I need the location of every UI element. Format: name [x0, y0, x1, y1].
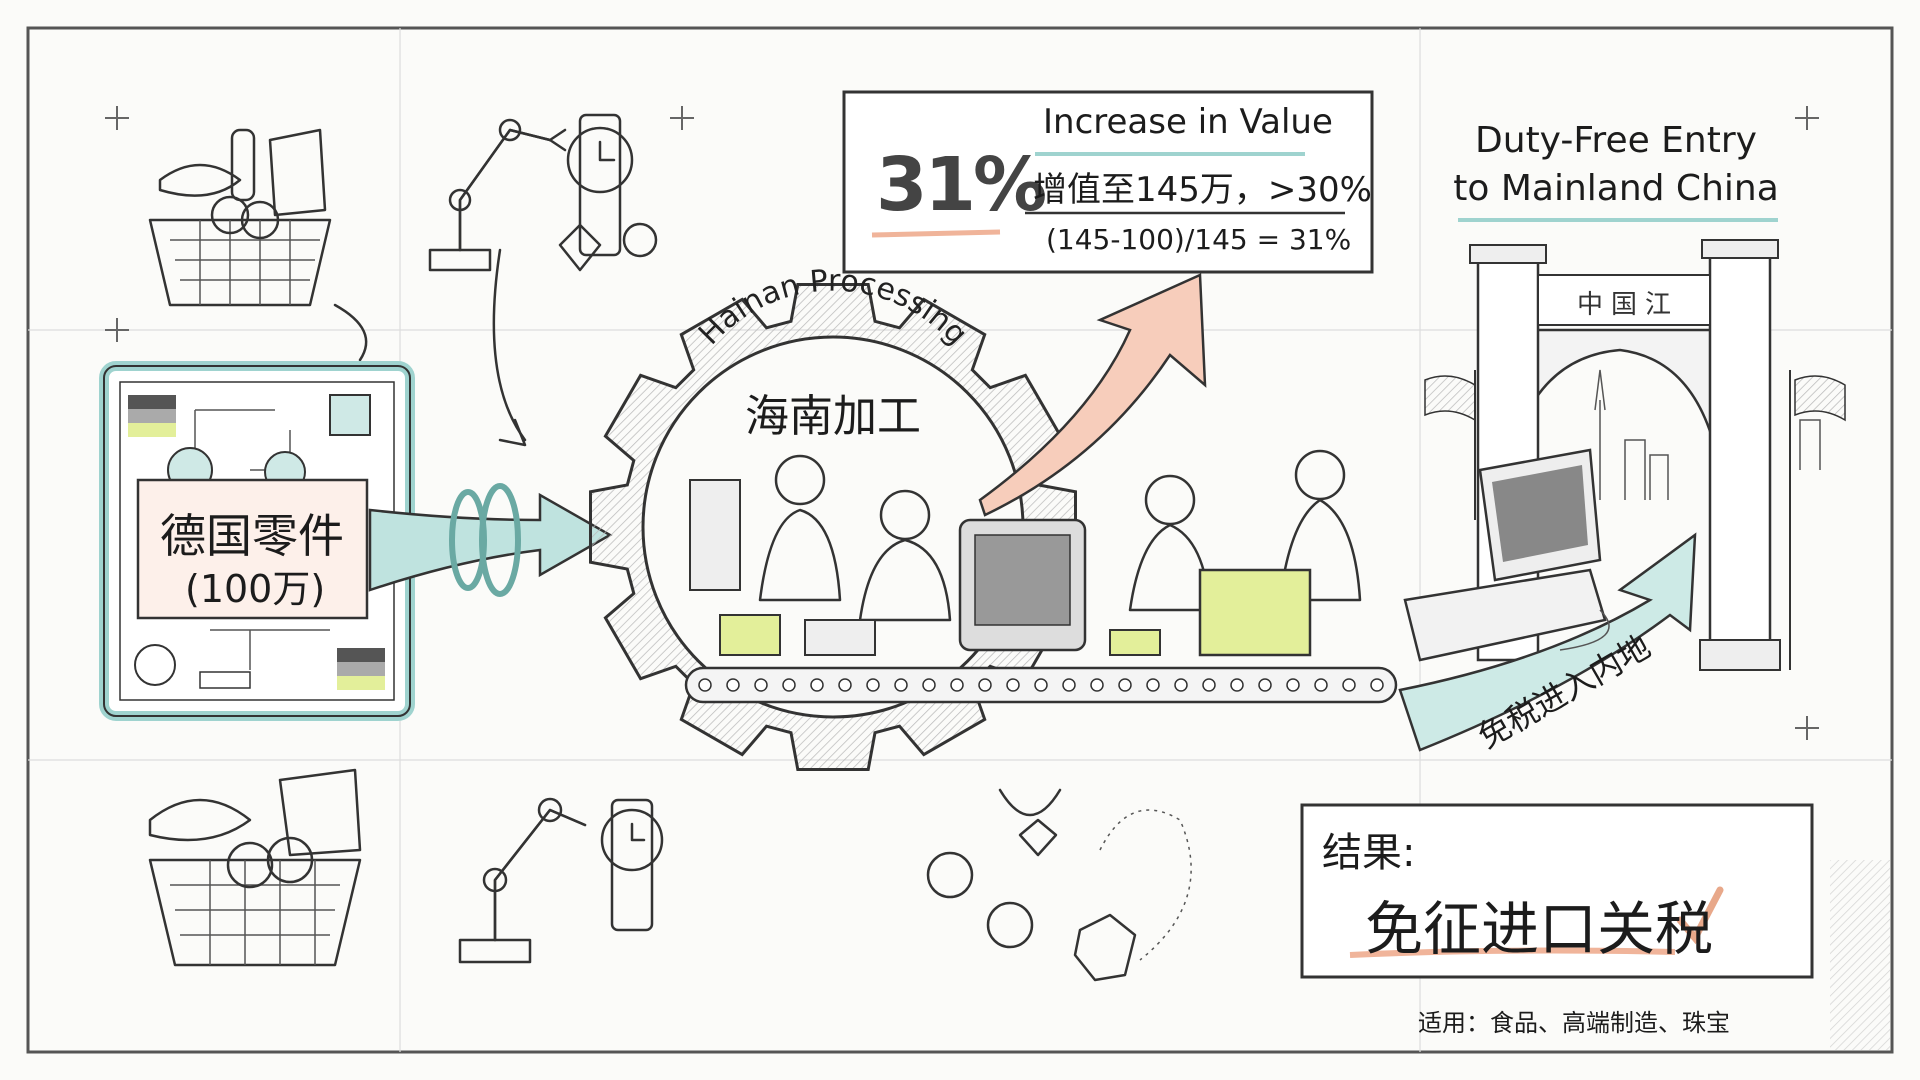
roller: [1202, 678, 1216, 692]
ultrasound-device-icon: [1403, 448, 1610, 662]
roller: [950, 678, 964, 692]
flag-icon: [1794, 375, 1846, 422]
source-title: 德国零件: [160, 509, 344, 563]
flag-icon: [1424, 375, 1476, 422]
entry-title-1: Duty-Free Entry: [1475, 120, 1757, 161]
gear-icon: [134, 644, 176, 686]
roller: [1090, 678, 1104, 692]
roller: [754, 678, 768, 692]
germany-flag-icon: [128, 395, 176, 437]
roller: [1174, 678, 1188, 692]
worker-icon: [1278, 449, 1362, 602]
roller: [810, 678, 824, 692]
device-box-icon: [1198, 568, 1312, 657]
roller: [1062, 678, 1076, 692]
worker-icon: [1128, 474, 1212, 612]
value-formula: (145-100)/145 = 31%: [1046, 223, 1352, 256]
roller: [838, 678, 852, 692]
worker-icon: [858, 489, 952, 622]
roller: [726, 678, 740, 692]
curved-arrow-icon: [492, 248, 527, 442]
big-percent: 31%: [876, 142, 1047, 228]
result-label: 结果:: [1322, 830, 1416, 876]
robot-arm-icon: [428, 118, 567, 272]
roller: [1230, 678, 1244, 692]
roller: [1342, 678, 1356, 692]
chip-icon: [329, 394, 371, 436]
applies-text: 适用：食品、高端制造、珠宝: [1418, 1009, 1730, 1037]
gate-sign: 中国江: [1577, 290, 1680, 320]
jewelry-icon: [558, 222, 1192, 982]
value-box: [842, 90, 1374, 274]
result-value: 免征进口关税: [1365, 895, 1714, 963]
robot-arm-icon: [458, 797, 587, 964]
roller: [1118, 678, 1132, 692]
roller: [1034, 678, 1048, 692]
microscope-icon: [689, 479, 741, 591]
roller: [1258, 678, 1272, 692]
growth-arrow: [978, 273, 1207, 517]
roller: [1006, 678, 1020, 692]
value-line: 增值至145万，>30%: [1033, 170, 1372, 210]
entry-title-2: to Mainland China: [1453, 168, 1779, 209]
roller: [922, 678, 936, 692]
food-basket-icon: [148, 768, 362, 967]
assembly-line: [684, 449, 1398, 704]
roller: [866, 678, 880, 692]
german-parts-panel: [99, 361, 415, 721]
roller: [978, 678, 992, 692]
entry-arrow: [1398, 532, 1697, 752]
watch-icon: [566, 113, 664, 932]
roller: [1314, 678, 1328, 692]
curved-arrow-icon: [333, 303, 368, 362]
roller: [894, 678, 908, 692]
process-title: 海南加工: [745, 391, 921, 442]
connector-icon: [199, 671, 251, 689]
roller: [1370, 678, 1384, 692]
roller: [1146, 678, 1160, 692]
value-heading: Increase in Value: [1043, 102, 1333, 142]
worker-icon: [758, 454, 842, 602]
roller: [1286, 678, 1300, 692]
title-underline: [1458, 218, 1778, 222]
food-basket-icon: [148, 128, 332, 307]
result-box: [1300, 803, 1814, 979]
check-icon: [1676, 886, 1724, 945]
roller: [782, 678, 796, 692]
germany-flag-icon: [337, 648, 385, 690]
input-arrow: [368, 483, 613, 597]
roller: [698, 678, 712, 692]
source-value: (100万): [185, 567, 326, 611]
arrow-head-icon: [498, 418, 527, 447]
